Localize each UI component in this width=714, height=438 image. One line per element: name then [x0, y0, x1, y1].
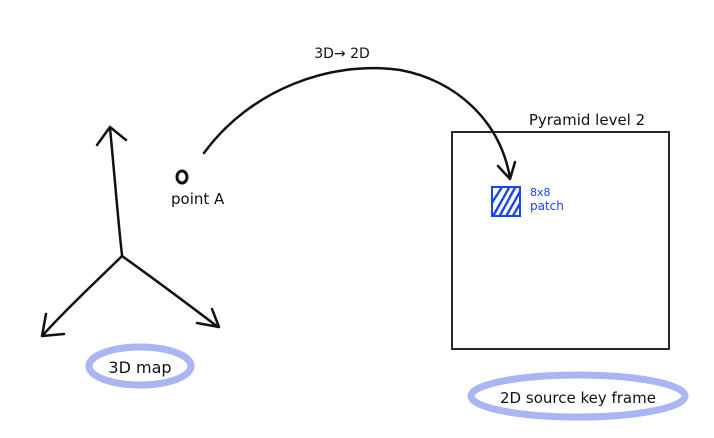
map-label-highlight: [85, 343, 195, 389]
key-frame-box: [451, 131, 670, 350]
projection-label: 3D→ 2D: [314, 46, 370, 62]
patch-label-line2: patch: [530, 199, 564, 213]
keyframe-label-highlight: [467, 371, 689, 421]
axis-right-arrowhead: [195, 307, 221, 329]
point-a-marker: [175, 169, 189, 185]
axis-up: [108, 126, 124, 257]
map-label: 3D map: [108, 358, 171, 377]
point-a-label: point A: [171, 190, 225, 208]
axes-3d-sketch: [40, 125, 221, 338]
projection-arrow: [202, 66, 512, 180]
axis-left-arrowhead: [40, 312, 66, 338]
axis-right: [120, 254, 220, 329]
projection-arrowhead: [496, 160, 517, 181]
patch-label-line1: 8x8: [530, 186, 551, 199]
axis-up-arrowhead: [95, 125, 128, 147]
pyramid-level-label: Pyramid level 2: [529, 111, 645, 129]
axis-left: [41, 254, 124, 337]
keyframe-label: 2D source key frame: [500, 389, 656, 407]
patch-hatching: [492, 187, 520, 216]
